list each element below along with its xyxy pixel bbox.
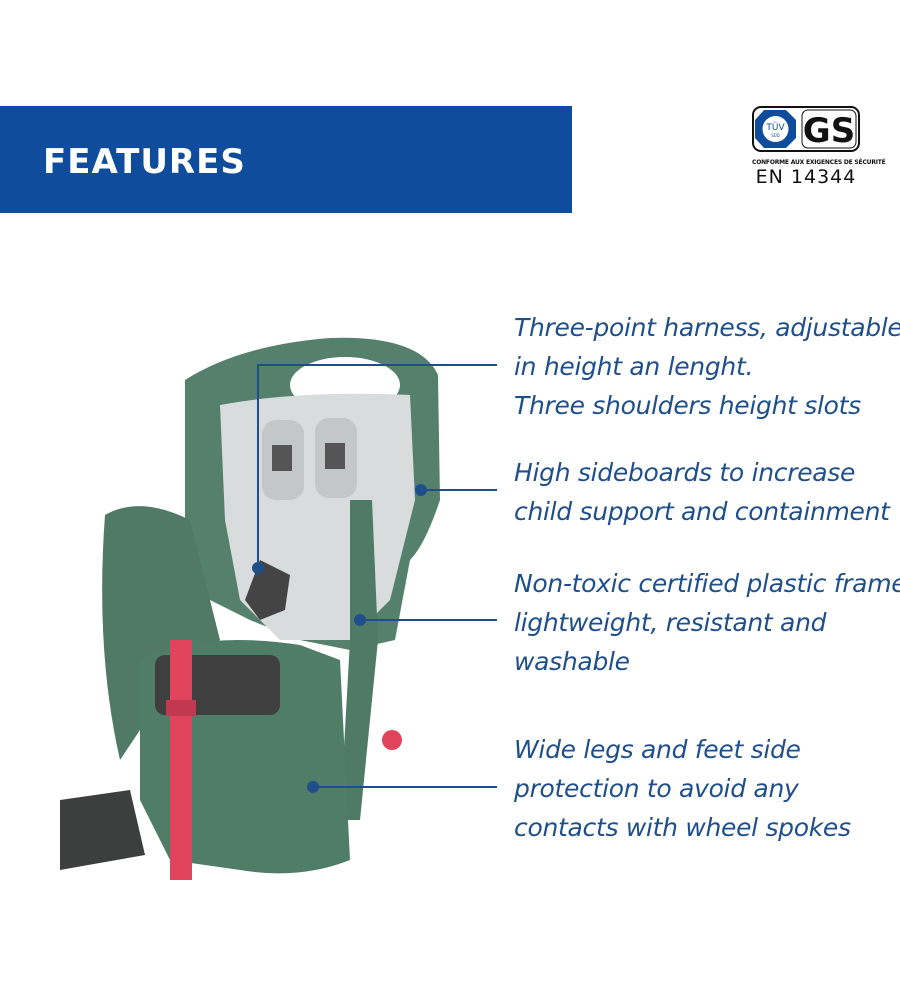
callout-dot xyxy=(354,614,366,626)
feature-line: contacts with wheel spokes xyxy=(514,813,851,842)
feature-line: Three-point harness, adjustable xyxy=(514,313,900,342)
feature-sideboards: High sideboards to increase child suppor… xyxy=(514,453,890,531)
feature-line: Non-toxic certified plastic frame xyxy=(514,569,900,598)
foot-strap xyxy=(170,640,192,880)
tuv-gs-logo: TÜV SÜD GS xyxy=(752,106,860,152)
callout-dot xyxy=(307,781,319,793)
feature-line: protection to avoid any xyxy=(514,774,799,803)
callout-dot xyxy=(415,484,427,496)
feature-harness: Three-point harness, adjustable in heigh… xyxy=(514,308,900,425)
callout-dot xyxy=(252,562,264,574)
feature-line: lightweight, resistant and xyxy=(514,608,827,637)
callout-line-harness xyxy=(257,364,497,568)
feature-line: in height an lenght. xyxy=(514,352,754,381)
page-title: FEATURES xyxy=(43,142,246,182)
feature-line: washable xyxy=(514,647,630,676)
side-rail xyxy=(340,500,378,820)
certification-badge: TÜV SÜD GS CONFORME AUX EXIGENCES DE SÉC… xyxy=(752,106,886,188)
svg-text:TÜV: TÜV xyxy=(765,122,785,133)
strap-slot xyxy=(272,445,292,471)
harness-buckle xyxy=(245,560,290,620)
feature-leg-protection: Wide legs and feet side protection to av… xyxy=(514,730,851,847)
strap-slot xyxy=(325,443,345,469)
feature-line: Three shoulders height slots xyxy=(514,391,861,420)
adjust-knob xyxy=(382,730,402,750)
cert-standard: EN 14344 xyxy=(755,166,857,188)
footrest xyxy=(60,790,145,870)
side-wing xyxy=(102,506,220,760)
svg-text:GS: GS xyxy=(803,111,855,151)
svg-text:SÜD: SÜD xyxy=(771,133,780,138)
strap-buckle xyxy=(166,700,196,716)
cert-caption: CONFORME AUX EXIGENCES DE SÉCURITÉ xyxy=(752,159,886,166)
feature-line: High sideboards to increase xyxy=(514,458,856,487)
feature-line: Wide legs and feet side xyxy=(514,735,801,764)
feature-line: child support and containment xyxy=(514,497,890,526)
feature-plastic-frame: Non-toxic certified plastic frame lightw… xyxy=(514,564,900,681)
features-banner: FEATURES xyxy=(0,106,572,213)
